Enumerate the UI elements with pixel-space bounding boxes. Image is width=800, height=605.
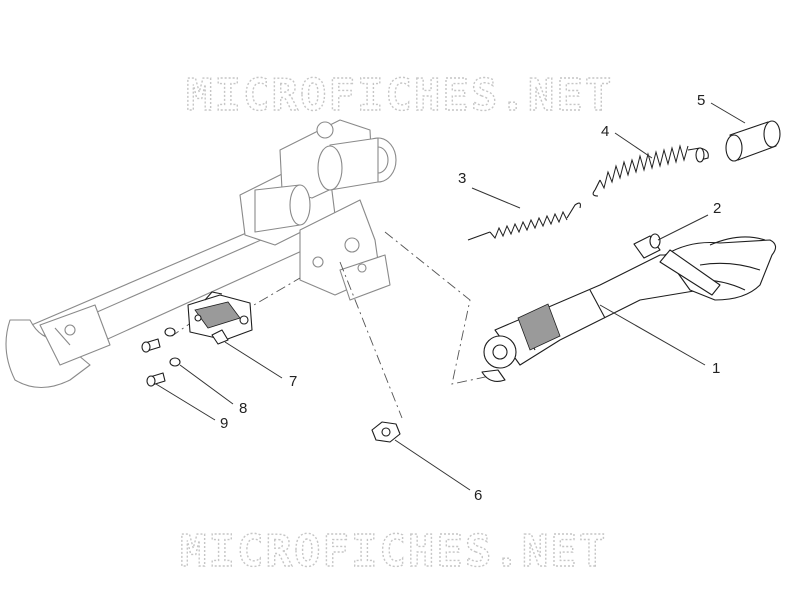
- callout-5: 5: [697, 92, 705, 109]
- leader-lines: [155, 102, 746, 491]
- watermark-top: MICROFICHES.NET: [186, 70, 613, 121]
- bushing-part: [725, 120, 781, 162]
- callout-1: 1: [712, 360, 720, 377]
- spring-large-part: [592, 144, 709, 197]
- callout-9: 9: [220, 415, 228, 432]
- frame-assembly: [5, 119, 397, 389]
- washer-part: [164, 327, 181, 367]
- callout-2: 2: [713, 200, 721, 217]
- screw-part: [141, 338, 166, 387]
- sensor-switch-part: [187, 291, 253, 345]
- callout-3: 3: [458, 170, 466, 187]
- nut-part: [371, 421, 401, 443]
- callout-labels: 1 2 3 4 5 6 7 8 9: [220, 92, 721, 504]
- spring-small-part: [467, 202, 581, 241]
- callout-7: 7: [289, 373, 297, 390]
- callout-6: 6: [474, 487, 482, 504]
- callout-4: 4: [601, 123, 609, 140]
- callout-8: 8: [239, 400, 247, 417]
- side-stand-part: [481, 236, 777, 382]
- watermark-bottom: MICROFICHES.NET: [180, 526, 607, 577]
- rubber-stop-part: [633, 233, 661, 259]
